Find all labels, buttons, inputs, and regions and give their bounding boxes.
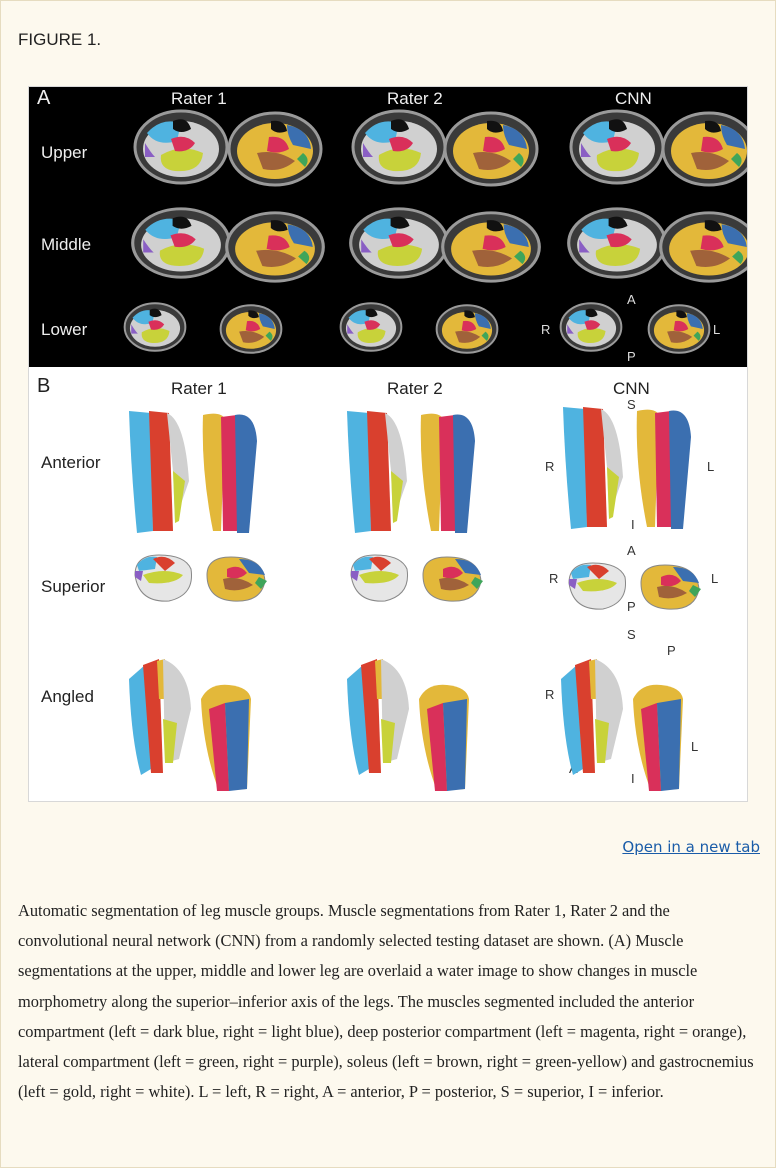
panel-a-col-cnn: CNN xyxy=(615,89,652,108)
anterior-view-dir-right: R xyxy=(545,459,555,474)
panel-b-col-rater2: Rater 2 xyxy=(387,379,443,398)
panel-a-dir-anterior: A xyxy=(627,292,636,307)
panel-a-row-lower: Lower xyxy=(41,320,88,339)
panel-b-col-cnn: CNN xyxy=(613,379,650,398)
superior-view-dir-posterior: P xyxy=(627,599,636,614)
panel-b-letter: B xyxy=(37,375,51,397)
panel-a: A Rater 1 Rater 2 CNN Upper Middle Lower… xyxy=(29,87,747,367)
panel-a-dir-right: R xyxy=(541,322,551,337)
panel-b-col-rater1: Rater 1 xyxy=(171,379,227,398)
panel-a-row-middle: Middle xyxy=(41,235,92,254)
figure-caption: Automatic segmentation of leg muscle gro… xyxy=(18,901,754,1102)
angled-view-dir-superior: S xyxy=(627,627,636,642)
panel-b: B Rater 1 Rater 2 CNN Anterior Superior … xyxy=(29,367,747,801)
angled-view-dir-inferior: I xyxy=(631,771,635,786)
anterior-view-dir-inferior: I xyxy=(631,517,635,532)
panel-a-row-upper: Upper xyxy=(41,143,88,162)
superior-view-dir-anterior: A xyxy=(627,543,636,558)
superior-view-dir-left: L xyxy=(711,571,719,586)
panel-a-letter: A xyxy=(37,87,51,109)
anterior-view-dir-superior: S xyxy=(627,397,636,412)
panel-a-col-rater1: Rater 1 xyxy=(171,89,227,108)
panel-b-row-angled: Angled xyxy=(41,687,94,706)
angled-view-dir-right: R xyxy=(545,687,555,702)
figure-label: FIGURE 1. xyxy=(18,30,102,49)
panel-a-dir-posterior: P xyxy=(627,349,636,364)
angled-view-dir-posterior: P xyxy=(667,643,676,658)
figure-image[interactable]: A Rater 1 Rater 2 CNN Upper Middle Lower… xyxy=(28,86,748,802)
panel-b-row-superior: Superior xyxy=(41,577,106,596)
panel-a-dir-left: L xyxy=(713,322,721,337)
superior-view-dir-right: R xyxy=(549,571,559,586)
panel-a-col-rater2: Rater 2 xyxy=(387,89,443,108)
open-in-new-tab-link[interactable]: Open in a new tab xyxy=(622,838,760,856)
angled-view-dir-left: L xyxy=(691,739,699,754)
mri-cross-sections xyxy=(123,109,747,354)
3d-renderings xyxy=(129,407,702,791)
anterior-view-dir-left: L xyxy=(707,459,715,474)
panel-b-row-anterior: Anterior xyxy=(41,453,101,472)
